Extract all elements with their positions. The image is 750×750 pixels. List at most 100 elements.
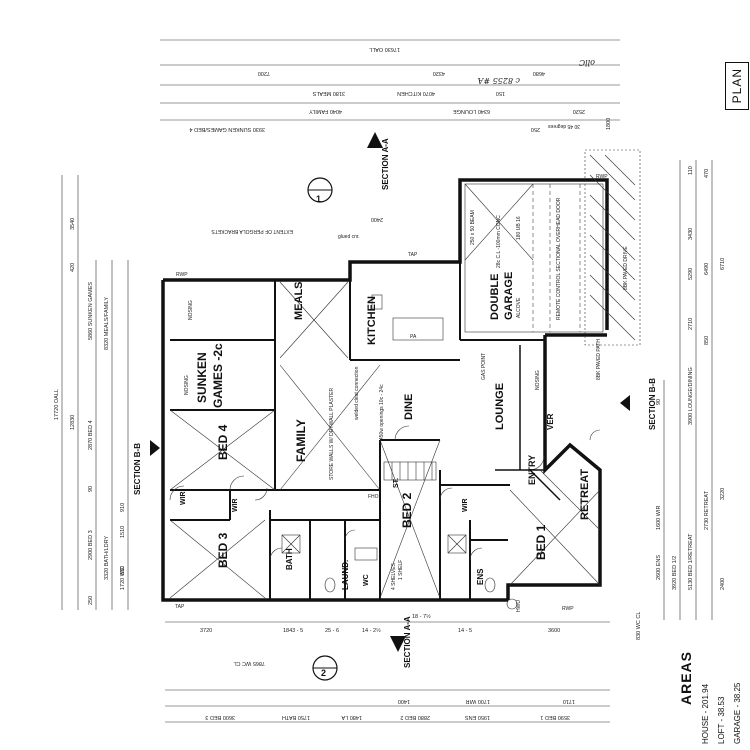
room-bed4: BED 4 bbox=[216, 424, 230, 460]
dim-top-kitchen: 4070 KITCHEN bbox=[397, 90, 435, 96]
dim-left-12830: 12830 bbox=[70, 415, 76, 430]
room-double-garage-1: DOUBLE bbox=[489, 274, 501, 320]
room-sunken-games-2: GAMES -2c bbox=[211, 343, 225, 408]
dim-top-meals: 3180 MEALS bbox=[312, 90, 345, 96]
note-ub: 180 UB 16 bbox=[516, 216, 522, 240]
room-dine: DINE bbox=[403, 394, 415, 420]
note-pergola: EXTENT OF PERGOLA BRACKETS bbox=[211, 228, 293, 234]
room-bed3: BED 3 bbox=[216, 532, 230, 568]
interior-walls bbox=[170, 280, 561, 600]
dim-left-overall: 17720 OALL bbox=[54, 389, 60, 420]
hand-note-1: c 8255 #A bbox=[477, 76, 520, 85]
note-shelf: 1 SHELF bbox=[398, 560, 404, 580]
dim-right-lounge-dining: 3900 LOUNGE/DINING bbox=[688, 367, 694, 425]
dim-bottom-3720: 3720 bbox=[200, 628, 212, 634]
area-garage: GARAGE - 38.25 bbox=[733, 682, 742, 744]
dim-right-2400: 2400 bbox=[720, 578, 726, 590]
note-tap-2: TAP bbox=[175, 604, 185, 610]
room-wir-bed4: WIR bbox=[180, 491, 187, 505]
note-nosing-3: NOSING bbox=[535, 370, 541, 390]
marker-1: 1 bbox=[316, 194, 321, 204]
note-gas-point: GAS POINT bbox=[481, 353, 487, 380]
dim-left-1510: 1510 bbox=[120, 526, 126, 538]
note-glued: glued cnr. bbox=[338, 234, 360, 240]
room-store: ST. bbox=[393, 478, 400, 488]
dim-top-overall: 17630 OALL bbox=[369, 46, 400, 52]
dim-right-wc-cl: 830 WC CL bbox=[636, 612, 642, 640]
dim-bottom-18-7: 18 - 7½ bbox=[412, 613, 431, 620]
dim-bottom-wir: 1700 WIR bbox=[466, 698, 490, 704]
dim-bottom-bed3: 3600 BED 3 bbox=[205, 714, 235, 720]
dim-right-retreat: 2730 RETREAT bbox=[704, 490, 710, 530]
room-entry: ENTRY bbox=[527, 455, 537, 485]
section-markers: SECTION A-A SECTION A-A SECTION B-B SECT… bbox=[133, 132, 657, 681]
room-diagonals bbox=[169, 281, 601, 599]
room-family: FAMILY bbox=[294, 419, 308, 462]
room-meals: MEALS bbox=[293, 282, 305, 321]
dim-top-250: 250 bbox=[531, 126, 540, 132]
note-welded: welded cleat connection bbox=[354, 366, 360, 420]
area-loft: LOFT - 38.53 bbox=[717, 696, 726, 744]
right-dimensions: 3430 6490 6710 5290 2710 3900 LOUNGE/DIN… bbox=[636, 160, 726, 640]
dim-left-910: 910 bbox=[120, 503, 126, 512]
dim-top-4320: 4320 bbox=[433, 70, 445, 76]
note-paved-drive: 8BK PAVED DRIVE bbox=[623, 246, 629, 290]
dim-bottom-bath: 1750 BATH bbox=[282, 714, 310, 720]
door-swings bbox=[169, 425, 601, 561]
note-nosing-2: NOSING bbox=[184, 375, 190, 395]
area-house: HOUSE - 201.94 bbox=[701, 683, 710, 744]
dim-right-ens: 2600 ENS bbox=[656, 555, 662, 580]
dim-left-bath: 3320 BATH/LDRY bbox=[104, 536, 110, 580]
dim-left-90: 90 bbox=[88, 486, 94, 492]
room-laundry: LAUND. bbox=[341, 560, 350, 590]
note-nosing-1: NOSING bbox=[188, 300, 194, 320]
note-openings: 450w openings 10c - 24c bbox=[379, 384, 385, 440]
room-wir-bed3: WIR bbox=[232, 498, 239, 512]
dim-bottom-1843: 1843 - 5 bbox=[283, 628, 303, 634]
dim-right-110: 110 bbox=[688, 166, 694, 175]
room-ensuite: ENS bbox=[476, 568, 485, 585]
section-aa-top: SECTION A-A bbox=[381, 138, 390, 190]
room-kitchen: KITCHEN bbox=[366, 296, 378, 345]
dim-right-5290: 5290 bbox=[688, 268, 694, 280]
bottom-dimensions: 3720 1843 - 5 25 - 6 14 - 2½ 18 - 7½ 14 … bbox=[165, 613, 610, 723]
dim-top-150: 150 bbox=[496, 90, 505, 96]
dim-top-lounge: 6340 LOUNGE bbox=[453, 108, 490, 114]
dim-right-3430: 3430 bbox=[688, 228, 694, 240]
note-rwp-1: RWP bbox=[176, 272, 188, 278]
room-bed2: BED 2 bbox=[400, 492, 414, 528]
note-rwp-3: RWP bbox=[562, 606, 574, 612]
dim-top-2400: 2400 bbox=[371, 216, 383, 222]
dim-top-1800: 1800 bbox=[606, 118, 612, 130]
stair bbox=[383, 461, 437, 481]
dim-right-2710: 2710 bbox=[688, 318, 694, 330]
dim-right-6490: 6490 bbox=[704, 263, 710, 275]
dim-bottom-ens: 1950 ENS bbox=[465, 714, 490, 720]
dim-left-wc: 1720 WC bbox=[120, 567, 126, 590]
room-bath: BATH bbox=[285, 548, 294, 570]
section-aa-bottom: SECTION A-A bbox=[403, 616, 412, 668]
note-garage-door: REMOTE CONTROL SECTIONAL OVERHEAD DOOR bbox=[556, 197, 562, 320]
dim-left-bed4: 2870 BED 4 bbox=[88, 420, 94, 450]
note-alcove: ALCOVE bbox=[516, 297, 522, 318]
dim-bottom-14-5: 14 - 5 bbox=[458, 628, 472, 634]
dim-left-250: 250 bbox=[88, 596, 94, 605]
section-bb-left: SECTION B-B bbox=[133, 443, 142, 495]
dim-top-7200: 7200 bbox=[258, 70, 270, 76]
dim-top-2520: 2520 bbox=[573, 108, 585, 114]
dim-bottom-bed1: 3590 BED 1 bbox=[540, 714, 570, 720]
dim-right-bed1-retreat: 5130 BED 1/RETREAT bbox=[688, 533, 694, 590]
dim-left-meals-family: 8320 MEALS/FAMILY bbox=[104, 297, 110, 350]
note-fho: FHO bbox=[368, 494, 379, 500]
note-beam: 250 x 50 BEAM bbox=[470, 210, 476, 245]
dim-right-3220: 3220 bbox=[720, 488, 726, 500]
room-wir-bed1: WIR bbox=[462, 498, 469, 512]
dim-right-470: 470 bbox=[704, 169, 710, 178]
plan-title-box: PLAN bbox=[725, 62, 749, 110]
dim-right-bed12: 3920 BED 1/2 bbox=[672, 556, 678, 590]
dim-bottom-14-2: 14 - 2½ bbox=[362, 627, 381, 634]
dim-bottom-la: 1480 LA bbox=[341, 714, 362, 720]
paved-drive-hatching bbox=[589, 154, 636, 341]
left-dimensions: 17720 OALL 3540 420 12830 5860 SUNKEN GA… bbox=[54, 175, 129, 610]
